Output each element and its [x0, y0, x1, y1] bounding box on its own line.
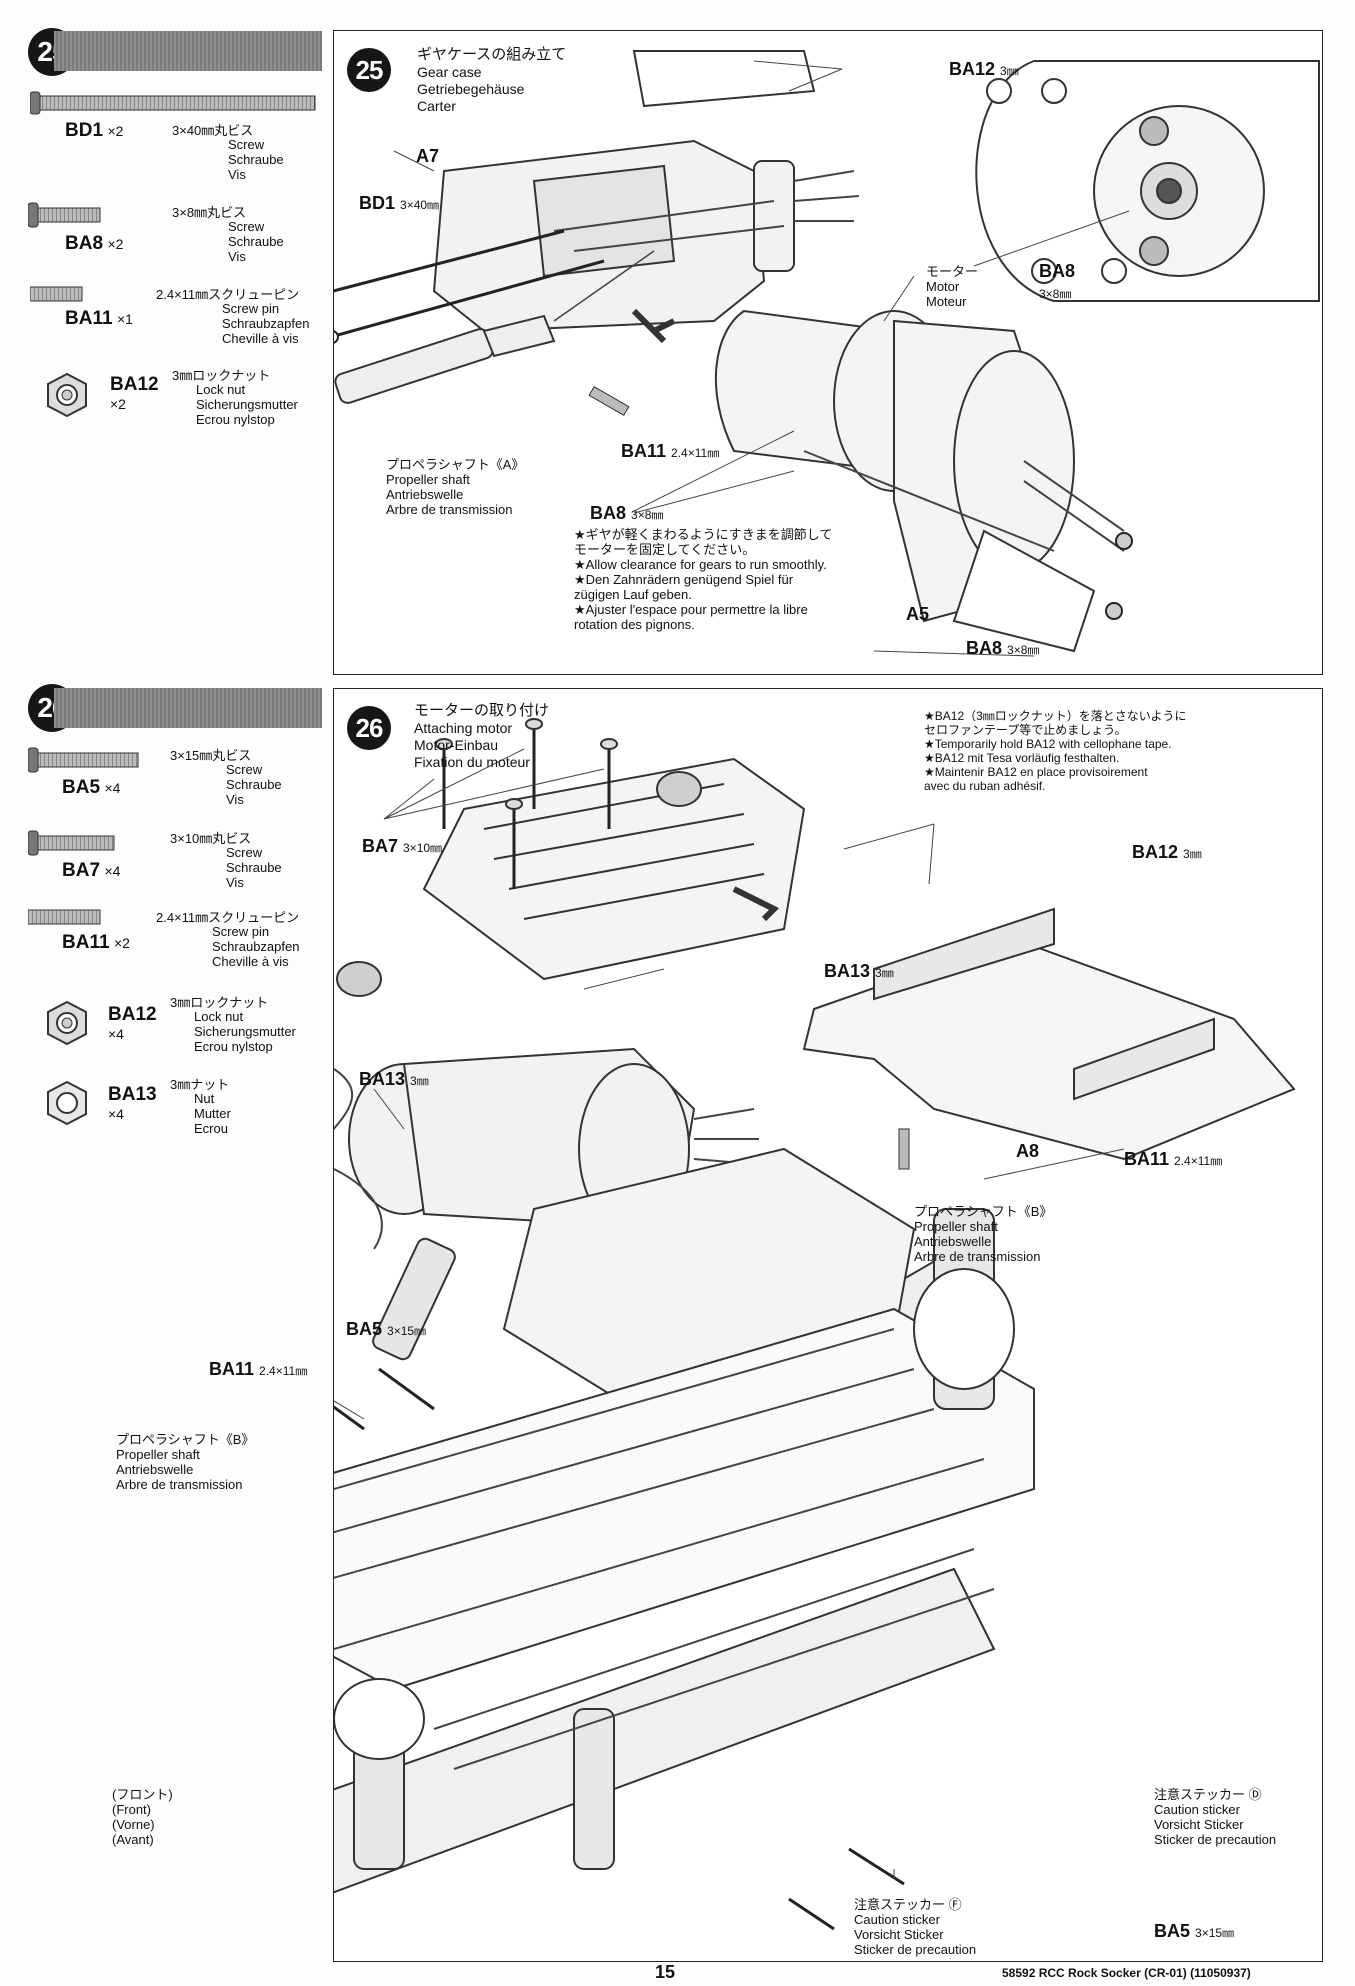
step25-title-jp: ギヤケースの組み立て — [417, 46, 567, 63]
callout-ba8-mid: BA8 3×8㎜ — [590, 503, 664, 523]
callout-ba11-right: BA11 2.4×11㎜ — [1124, 1149, 1223, 1169]
part-ba7-jp: 3×10㎜丸ビス — [170, 831, 252, 846]
callout-ba12: BA12 3㎜ — [1132, 842, 1202, 862]
part-bd1-jp: 3×40㎜丸ビス — [172, 123, 254, 138]
part-ba11-step26: BA11 ×2 — [62, 932, 130, 953]
step25-panel-badge: 25 — [347, 48, 391, 92]
part-ba5-jp: 3×15㎜丸ビス — [170, 748, 252, 763]
callout-ba13-right: BA13 3㎜ — [824, 961, 894, 981]
part-ba11-step26-jp: 2.4×11㎜スクリューピン — [156, 910, 300, 925]
callout-ba5-bottom: BA5 3×15㎜ — [1154, 1921, 1235, 1941]
part-ba11: BA11 ×1 — [65, 308, 133, 329]
part-ba13-jp: 3㎜ナット — [170, 1077, 230, 1092]
part-ba12-jp: 3㎜ロックナット — [172, 368, 271, 383]
callout-ba7: BA7 3×10㎜ — [362, 836, 443, 856]
motor-mount-illustration — [334, 718, 1296, 1931]
callout-a8: A8 — [1016, 1141, 1040, 1161]
part-ba13: BA13 ×4 — [108, 1084, 157, 1122]
callout-ba11-left: BA11 2.4×11㎜ — [209, 1359, 308, 1379]
callout-ba13-left: BA13 3㎜ — [359, 1069, 429, 1089]
part-ba12: BA12 ×2 — [110, 374, 159, 412]
screw-icon — [28, 830, 115, 856]
callout-a7: A7 — [416, 146, 440, 166]
part-ba5: BA5 ×4 — [62, 777, 121, 798]
callout-ba5-top: BA5 3×15㎜ — [346, 1319, 427, 1339]
screw-pin-icon — [28, 909, 101, 925]
page-number: 15 — [655, 1962, 676, 1982]
gear-case-illustration — [334, 50, 1320, 657]
callout-ba12-top: BA12 3㎜ — [949, 59, 1019, 79]
part-bd1: BD1 ×2 — [65, 120, 124, 141]
screw-icon — [28, 747, 139, 773]
long-screw-icon — [30, 91, 316, 115]
callout-ba8-bottom: BA8 3×8㎜ — [966, 638, 1040, 658]
part-ba7: BA7 ×4 — [62, 860, 121, 881]
callout-bd1: BD1 3×40㎜ — [359, 193, 440, 213]
screw-pin-icon — [30, 286, 83, 302]
tape-note: ★BA12（3㎜ロックナット）を落とさないようにセロファンテープ等で止めましょう… — [924, 709, 1187, 793]
step26-header-bar — [54, 688, 322, 728]
gear-clearance-note: ★ギヤが軽くまわるようにすきまを調節してモーターを固定してください。★Allow… — [574, 527, 833, 632]
part-ba8-jp: 3×8㎜丸ビス — [172, 205, 247, 220]
lock-nut-icon — [47, 372, 87, 418]
part-ba12-step26-jp: 3㎜ロックナット — [170, 995, 269, 1010]
step25-header-bar — [54, 31, 322, 71]
part-ba12-step26: BA12 ×4 — [108, 1004, 157, 1042]
step26-panel-badge: 26 — [347, 706, 391, 750]
lock-nut-icon — [47, 1000, 87, 1046]
part-ba11-jp: 2.4×11㎜スクリューピン — [156, 287, 300, 302]
nut-icon — [47, 1080, 87, 1126]
short-screw-icon — [28, 202, 101, 228]
callout-ba11: BA11 2.4×11㎜ — [621, 441, 720, 461]
step26-title-jp: モーターの取り付け — [414, 702, 550, 719]
callout-front: (フロント)(Front)(Vorne)(Avant) — [112, 1787, 173, 1847]
part-ba8: BA8 ×2 — [65, 233, 124, 254]
product-code: 58592 RCC Rock Socker (CR-01) (11050937) — [1002, 1966, 1251, 1980]
callout-a5: A5 — [906, 604, 930, 624]
